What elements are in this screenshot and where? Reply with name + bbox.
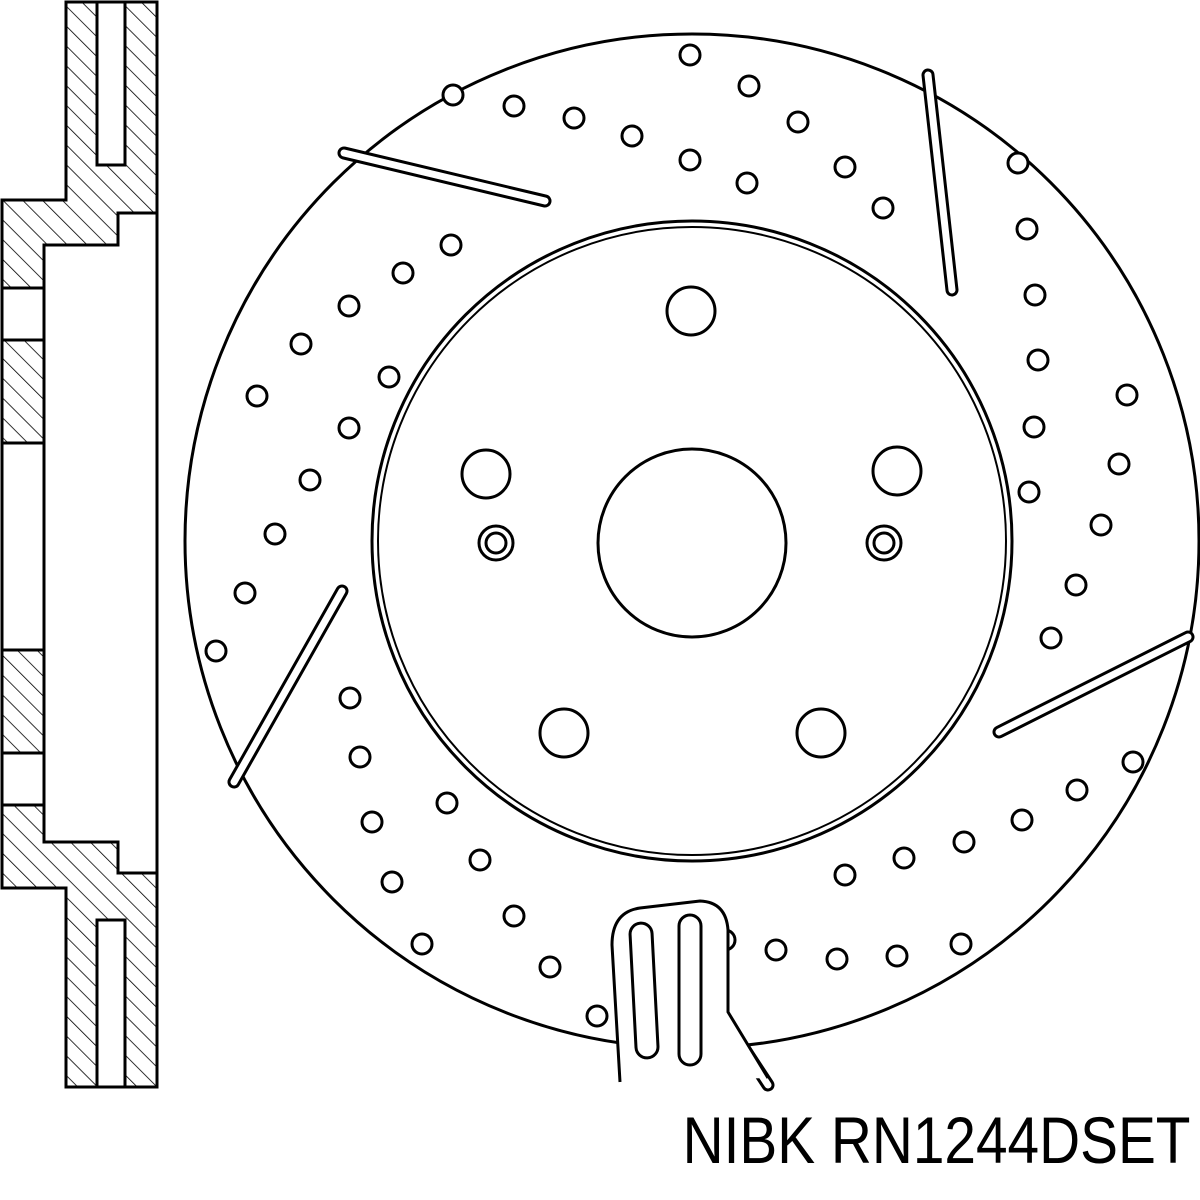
drilled-hole <box>1039 626 1063 650</box>
drilled-hole <box>764 938 788 962</box>
drilled-hole <box>952 830 976 854</box>
drilled-hole <box>348 745 372 769</box>
drilled-hole <box>735 171 759 195</box>
drilled-hole <box>871 196 895 220</box>
drilled-hole <box>1023 283 1047 307</box>
drilled-hole <box>410 932 434 956</box>
drilled-hole <box>1107 452 1131 476</box>
drilled-hole <box>337 294 361 318</box>
drilled-hole <box>245 384 269 408</box>
drilled-hole <box>833 155 857 179</box>
center-bore <box>596 447 788 639</box>
drilled-hole <box>468 848 492 872</box>
drilled-hole <box>441 83 465 107</box>
drilled-hole <box>825 947 849 971</box>
drilled-hole <box>1115 383 1139 407</box>
wheel-stud-hole <box>871 445 923 497</box>
drilled-hole <box>620 124 644 148</box>
drilled-hole <box>377 365 401 389</box>
drilled-hole <box>233 581 257 605</box>
drilled-hole <box>1026 348 1050 372</box>
drilled-hole <box>1121 750 1145 774</box>
wheel-stud-hole <box>795 707 847 759</box>
drilled-hole <box>298 468 322 492</box>
hub-bore <box>42 211 159 875</box>
drilled-hole <box>338 686 362 710</box>
wheel-stud-holes <box>460 285 923 759</box>
wheel-stud-hole <box>665 285 717 337</box>
slot-inner <box>230 587 346 786</box>
flange-gaps <box>0 286 46 807</box>
drilled-hole <box>562 106 586 130</box>
locating-screws <box>477 524 903 562</box>
wheel-stud-hole <box>538 707 590 759</box>
drilled-hole <box>949 932 973 956</box>
drilled-hole <box>1015 217 1039 241</box>
drilled-hole <box>289 332 313 356</box>
drilled-hole <box>1022 415 1046 439</box>
hat-ring-inner <box>377 226 1007 856</box>
drilled-hole <box>678 148 702 172</box>
drilled-hole <box>885 944 909 968</box>
wear-indicator-tab <box>610 899 770 1083</box>
drilled-hole <box>786 110 810 134</box>
wheel-stud-hole <box>460 448 512 500</box>
drilled-hole <box>1006 151 1030 175</box>
drilled-hole <box>678 43 702 67</box>
slot-inner <box>995 633 1192 736</box>
vent-channel-top <box>95 0 127 167</box>
drilled-hole <box>204 639 228 663</box>
drilled-hole <box>380 870 404 894</box>
vent-channel-bottom <box>95 918 127 1089</box>
slot-inner <box>924 71 956 294</box>
drilled-hole <box>360 810 384 834</box>
drilled-hole <box>337 416 361 440</box>
drilled-hole <box>737 74 761 98</box>
drilled-hole <box>833 863 857 887</box>
drilled-hole <box>1089 513 1113 537</box>
drilled-hole <box>1064 573 1088 597</box>
drilled-hole <box>391 261 415 285</box>
part-number-caption: NIBK RN1244DSET <box>682 1103 1191 1177</box>
drilled-hole <box>1065 778 1089 802</box>
drilled-hole <box>502 904 526 928</box>
slots <box>227 68 1195 1092</box>
disc-cross-section <box>0 0 159 1089</box>
disc-front-view <box>183 32 1200 1092</box>
drilled-hole <box>538 955 562 979</box>
drilled-hole <box>439 233 463 257</box>
drilled-hole <box>892 846 916 870</box>
drilled-hole <box>263 522 287 546</box>
drilled-hole <box>435 791 459 815</box>
drilled-hole <box>502 94 526 118</box>
drilled-hole <box>1010 808 1034 832</box>
drilled-holes <box>204 43 1145 1028</box>
drilled-hole <box>1017 480 1041 504</box>
slot-inner <box>340 149 549 205</box>
drilled-hole <box>585 1004 609 1028</box>
